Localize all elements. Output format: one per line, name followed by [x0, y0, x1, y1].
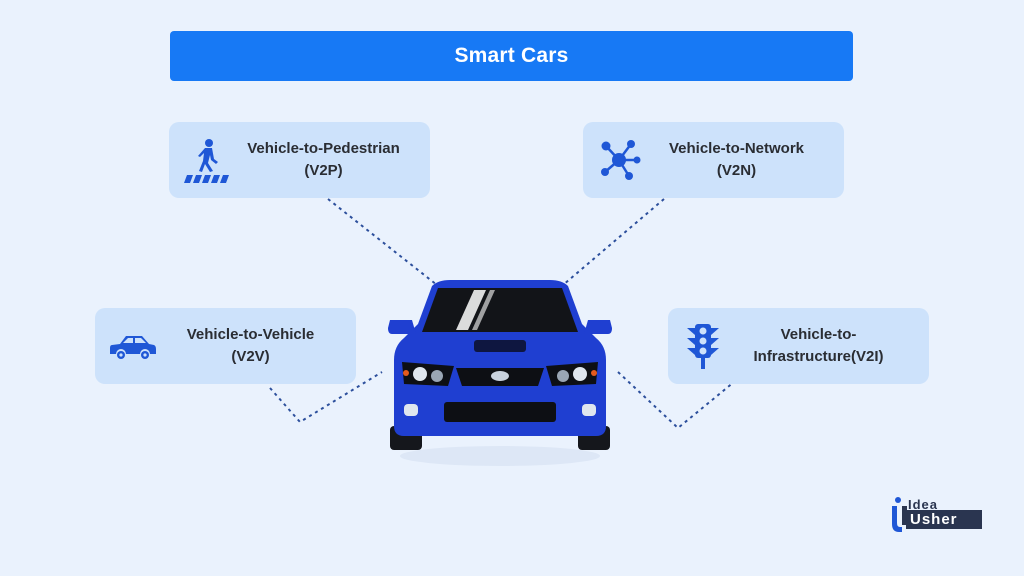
connector-v2v [269, 371, 383, 424]
card-v2p: Vehicle-to-Pedestrian (V2P) [169, 122, 430, 198]
pedestrian-crossing-icon [183, 137, 229, 183]
logo-word-bottom: Usher [906, 510, 982, 529]
card-v2n: Vehicle-to-Network (V2N) [583, 122, 844, 198]
blue-car-front-icon [382, 276, 618, 477]
v2p-line2: (V2P) [304, 162, 343, 179]
logo-mark-icon [892, 497, 907, 532]
traffic-light-icon [686, 323, 720, 369]
car-icon [109, 331, 157, 361]
connector-v2p [327, 198, 438, 286]
idea-usher-logo: Idea Usher [890, 497, 985, 537]
v2p-line1: Vehicle-to-Pedestrian [247, 140, 400, 157]
v2n-line2: (V2N) [716, 162, 757, 179]
network-nodes-icon [597, 138, 641, 182]
connector-v2n [562, 198, 665, 286]
card-v2p-label: Vehicle-to-Pedestrian (V2P) [229, 138, 430, 182]
v2i-line2: Infrastructure(V2I) [753, 348, 884, 365]
card-v2n-label: Vehicle-to-Network (V2N) [641, 138, 844, 182]
v2i-line1: Vehicle-to- [780, 326, 857, 343]
card-v2i: Vehicle-to- Infrastructure(V2I) [668, 308, 929, 384]
v2n-line1: Vehicle-to-Network [668, 140, 805, 157]
logo-word-top: Idea [908, 497, 939, 512]
title-bar: Smart Cars [170, 31, 853, 81]
diagram-title: Smart Cars [454, 44, 569, 67]
v2v-line2: (V2V) [231, 348, 270, 365]
card-v2v-label: Vehicle-to-Vehicle (V2V) [157, 324, 356, 368]
card-v2i-label: Vehicle-to- Infrastructure(V2I) [720, 324, 929, 368]
card-v2v: Vehicle-to-Vehicle (V2V) [95, 308, 356, 384]
v2v-line1: Vehicle-to-Vehicle [186, 326, 315, 343]
